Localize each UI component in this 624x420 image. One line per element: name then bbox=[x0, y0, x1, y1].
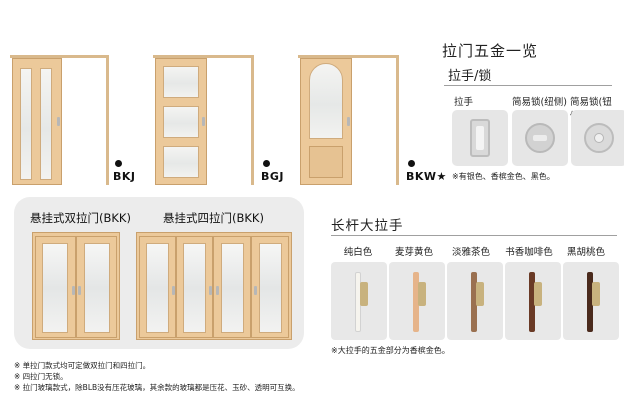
glass-panel bbox=[259, 243, 282, 333]
glass-panel bbox=[84, 243, 110, 333]
handle-bracket bbox=[360, 282, 368, 306]
handle-swatch-tile bbox=[331, 262, 387, 340]
hardware-label: 拉手 bbox=[454, 97, 474, 108]
handle-color-label: 书香咖啡色 bbox=[505, 247, 553, 258]
footnote: ※ 拉门玻璃款式，除BLB没有压花玻璃，其余款的玻璃都是压花、玉砂、透明可互换。 bbox=[14, 383, 300, 392]
bullet-icon bbox=[408, 160, 415, 167]
lock-knob-icon bbox=[525, 123, 555, 153]
footnote: ※ 单拉门款式均可定做双拉门和四拉门。 bbox=[14, 361, 151, 370]
bullet-icon bbox=[115, 160, 122, 167]
glass-panel bbox=[146, 243, 169, 333]
handle-swatch-tile bbox=[389, 262, 445, 340]
bullet-icon bbox=[263, 160, 270, 167]
door-frame-top bbox=[153, 55, 253, 58]
glass-panel bbox=[221, 243, 244, 333]
handle-bracket bbox=[534, 282, 542, 306]
door-code: BKJ bbox=[113, 170, 136, 183]
long-handle-bar bbox=[587, 272, 593, 332]
door-handle bbox=[216, 286, 219, 295]
door-handle bbox=[209, 286, 212, 295]
long-handle-bar bbox=[471, 272, 477, 332]
hardware-title: 拉门五金一览 bbox=[442, 42, 539, 60]
long-handle-title: 长杆大拉手 bbox=[331, 218, 404, 234]
door-handle bbox=[72, 286, 75, 295]
door-frame-top bbox=[298, 55, 398, 58]
divider bbox=[444, 85, 612, 86]
door-frame-right bbox=[396, 55, 399, 185]
hardware-note: ※有银色、香槟金色、黑色。 bbox=[452, 172, 555, 181]
glass-panel bbox=[163, 106, 199, 138]
hardware-label: 简易锁(纽侧) bbox=[512, 97, 567, 108]
handle-swatch-tile bbox=[505, 262, 561, 340]
double-door-title: 悬挂式双拉门(BKK) bbox=[30, 211, 131, 225]
door-frame-right bbox=[251, 55, 254, 185]
recessed-pull-handle-icon bbox=[470, 119, 490, 157]
hardware-tile bbox=[452, 110, 508, 166]
handle-bracket bbox=[476, 282, 484, 306]
footnote: ※ 四拉门无锁。 bbox=[14, 372, 68, 381]
door-handle bbox=[254, 286, 257, 295]
door-frame-top bbox=[10, 55, 108, 58]
divider bbox=[331, 235, 617, 236]
door-handle bbox=[347, 117, 350, 126]
door-handle bbox=[78, 286, 81, 295]
handle-swatch-tile bbox=[563, 262, 619, 340]
glass-panel bbox=[163, 66, 199, 98]
door-code: BKW★ bbox=[406, 170, 447, 183]
door-code: BGJ bbox=[261, 170, 285, 183]
long-handle-bar bbox=[413, 272, 419, 332]
handle-bracket bbox=[418, 282, 426, 306]
quad-door-title: 悬挂式四拉门(BKK) bbox=[163, 211, 264, 225]
handle-color-label: 淡雅茶色 bbox=[451, 247, 490, 258]
door-handle bbox=[57, 117, 60, 126]
glass-panel bbox=[163, 146, 199, 178]
door-handle bbox=[202, 117, 205, 126]
door-frame-right bbox=[106, 55, 109, 185]
hardware-tile bbox=[571, 110, 624, 166]
handle-bracket bbox=[592, 282, 600, 306]
hardware-tile bbox=[512, 110, 568, 166]
handle-color-label: 纯白色 bbox=[343, 247, 373, 258]
arched-glass-panel bbox=[309, 63, 343, 139]
hardware-subtitle: 拉手/锁 bbox=[448, 69, 492, 84]
door-handle bbox=[172, 286, 175, 295]
lower-panel bbox=[309, 146, 343, 178]
glass-panel bbox=[20, 68, 32, 180]
lock-slot-icon bbox=[584, 123, 614, 153]
handle-swatch-tile bbox=[447, 262, 503, 340]
long-handle-bar bbox=[529, 272, 535, 332]
handle-color-label: 黑胡桃色 bbox=[566, 247, 605, 258]
glass-panel bbox=[183, 243, 206, 333]
long-handle-note: ※大拉手的五金部分为香槟金色。 bbox=[331, 346, 450, 355]
handle-color-label: 麦芽黄色 bbox=[394, 247, 433, 258]
glass-panel bbox=[42, 243, 68, 333]
glass-panel bbox=[40, 68, 52, 180]
